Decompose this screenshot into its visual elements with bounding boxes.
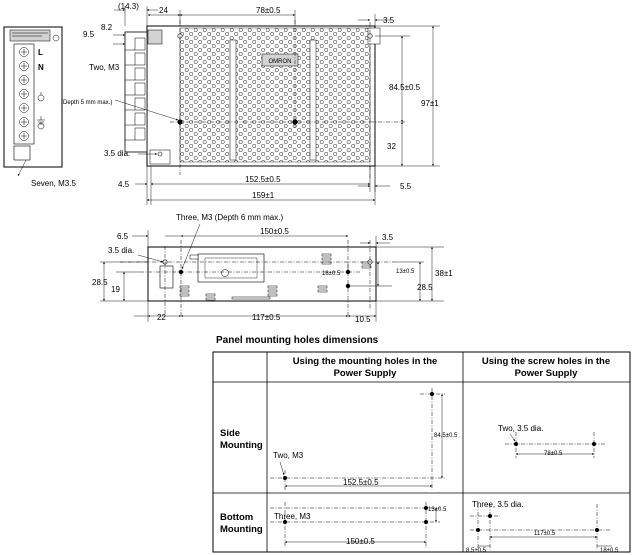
dim-19: 19	[111, 285, 120, 294]
bottom-screw-note: Three, 3.5 dia.	[472, 500, 524, 509]
side-screw-note: Two, 3.5 dia.	[498, 424, 543, 433]
terminal-symbols	[37, 92, 45, 130]
row-header-side-line1: Side	[220, 428, 240, 439]
terminal-label-n: N	[38, 63, 44, 72]
dim-159: 159±1	[252, 191, 275, 200]
dim-24: 24	[159, 6, 168, 15]
side-view: Three, M3 (Depth 6 mm max.) 6.5 150±0.5 …	[92, 213, 453, 324]
dim-side-3-5: 3.5	[382, 233, 394, 242]
dim-78: 78±0.5	[256, 6, 281, 15]
col-header-mounting-holes-line2: Power Supply	[334, 368, 398, 379]
dim-84-5: 84.5±0.5	[389, 83, 421, 92]
dim-22: 22	[157, 313, 166, 322]
bottom-screw-dim-18: 18±0.5	[600, 548, 619, 554]
panel-mounting-section: Panel mounting holes dimensions Using th…	[212, 335, 631, 554]
ventilation-holes	[179, 27, 371, 163]
front-view: L N Seven, M3.5	[3, 26, 76, 188]
dim-3-5-top: 3.5	[383, 16, 395, 25]
dim-152-5: 152.5±0.5	[245, 175, 281, 184]
dim-38: 38±1	[435, 269, 453, 278]
dim-28-5-left: 28.5	[92, 278, 108, 287]
terminal-label-l: L	[38, 48, 43, 57]
row-header-side-line2: Mounting	[220, 440, 263, 451]
dia-3-5-label: 3.5 dia.	[104, 149, 130, 158]
bottom-mounting-holes-diagram: 13±0.5 150±0.5 Three, M3	[270, 502, 447, 548]
dim-8-2: 8.2	[101, 23, 113, 32]
two-m3-label: Two, M3	[89, 63, 120, 72]
seven-m3-5-label: Seven, M3.5	[31, 179, 76, 188]
side-mounting-holes-diagram: 84.5±0.5 152.5±0.5 Two, M3	[270, 388, 458, 490]
dim-9-5: 9.5	[83, 30, 95, 39]
row-header-bottom-line2: Mounting	[220, 524, 263, 535]
dim-28-5-right: 28.5	[417, 283, 433, 292]
dim-5-5: 5.5	[400, 182, 412, 191]
dim-18: 18±0.5	[322, 271, 341, 277]
side-screw-holes-diagram: 78±0.5 Two, 3.5 dia.	[498, 424, 605, 458]
col-header-screw-holes-line2: Power Supply	[515, 368, 579, 379]
dim-13: 13±0.5	[396, 269, 415, 275]
dim-10-5: 10.5	[355, 315, 371, 324]
bottom-holes-dim-13: 13±0.5	[428, 507, 447, 513]
dim-117: 117±0.5	[252, 313, 281, 322]
bottom-holes-dim-150: 150±0.5	[346, 537, 375, 546]
bottom-screw-dim-117: 117±0.5	[534, 531, 556, 537]
bottom-screw-dim-8-5: 8.5±0.5	[466, 548, 487, 554]
col-header-mounting-holes-line1: Using the mounting holes in the	[293, 356, 438, 367]
row-header-bottom-line1: Bottom	[220, 512, 253, 523]
top-view: OMRON (14.3) 24	[61, 2, 440, 205]
bottom-holes-note: Three, M3	[274, 512, 311, 521]
panel-table	[212, 351, 631, 553]
panel-table-title: Panel mounting holes dimensions	[216, 335, 379, 346]
col-header-screw-holes-line1: Using the screw holes in the	[482, 356, 610, 367]
dim-97: 97±1	[421, 99, 439, 108]
front-label-plate	[9, 29, 51, 42]
side-3-5-dia-label: 3.5 dia.	[108, 246, 134, 255]
side-holes-note: Two, M3	[273, 451, 304, 460]
dim-32: 32	[387, 142, 396, 151]
dim-14-3: (14.3)	[118, 2, 139, 11]
side-holes-dim-152-5: 152.5±0.5	[343, 478, 379, 487]
side-holes-dim-84-5: 84.5±0.5	[434, 433, 458, 439]
terminal-screw-column	[13, 43, 35, 145]
three-m3-label: Three, M3 (Depth 6 mm max.)	[176, 213, 283, 222]
bottom-screw-holes-diagram: Three, 3.5 dia. 117±0.5 8.5±0.5 18±0.5	[466, 500, 619, 554]
two-m3-depth-label: (Depth 5 mm max.)	[61, 100, 112, 106]
terminal-block	[124, 31, 148, 153]
dim-6-5: 6.5	[117, 232, 129, 241]
brand-label	[261, 53, 299, 67]
dim-4-5: 4.5	[118, 180, 130, 189]
dim-150: 150±0.5	[260, 227, 289, 236]
side-screw-dim-78: 78±0.5	[544, 451, 563, 457]
brand-text: OMRON	[269, 59, 292, 65]
